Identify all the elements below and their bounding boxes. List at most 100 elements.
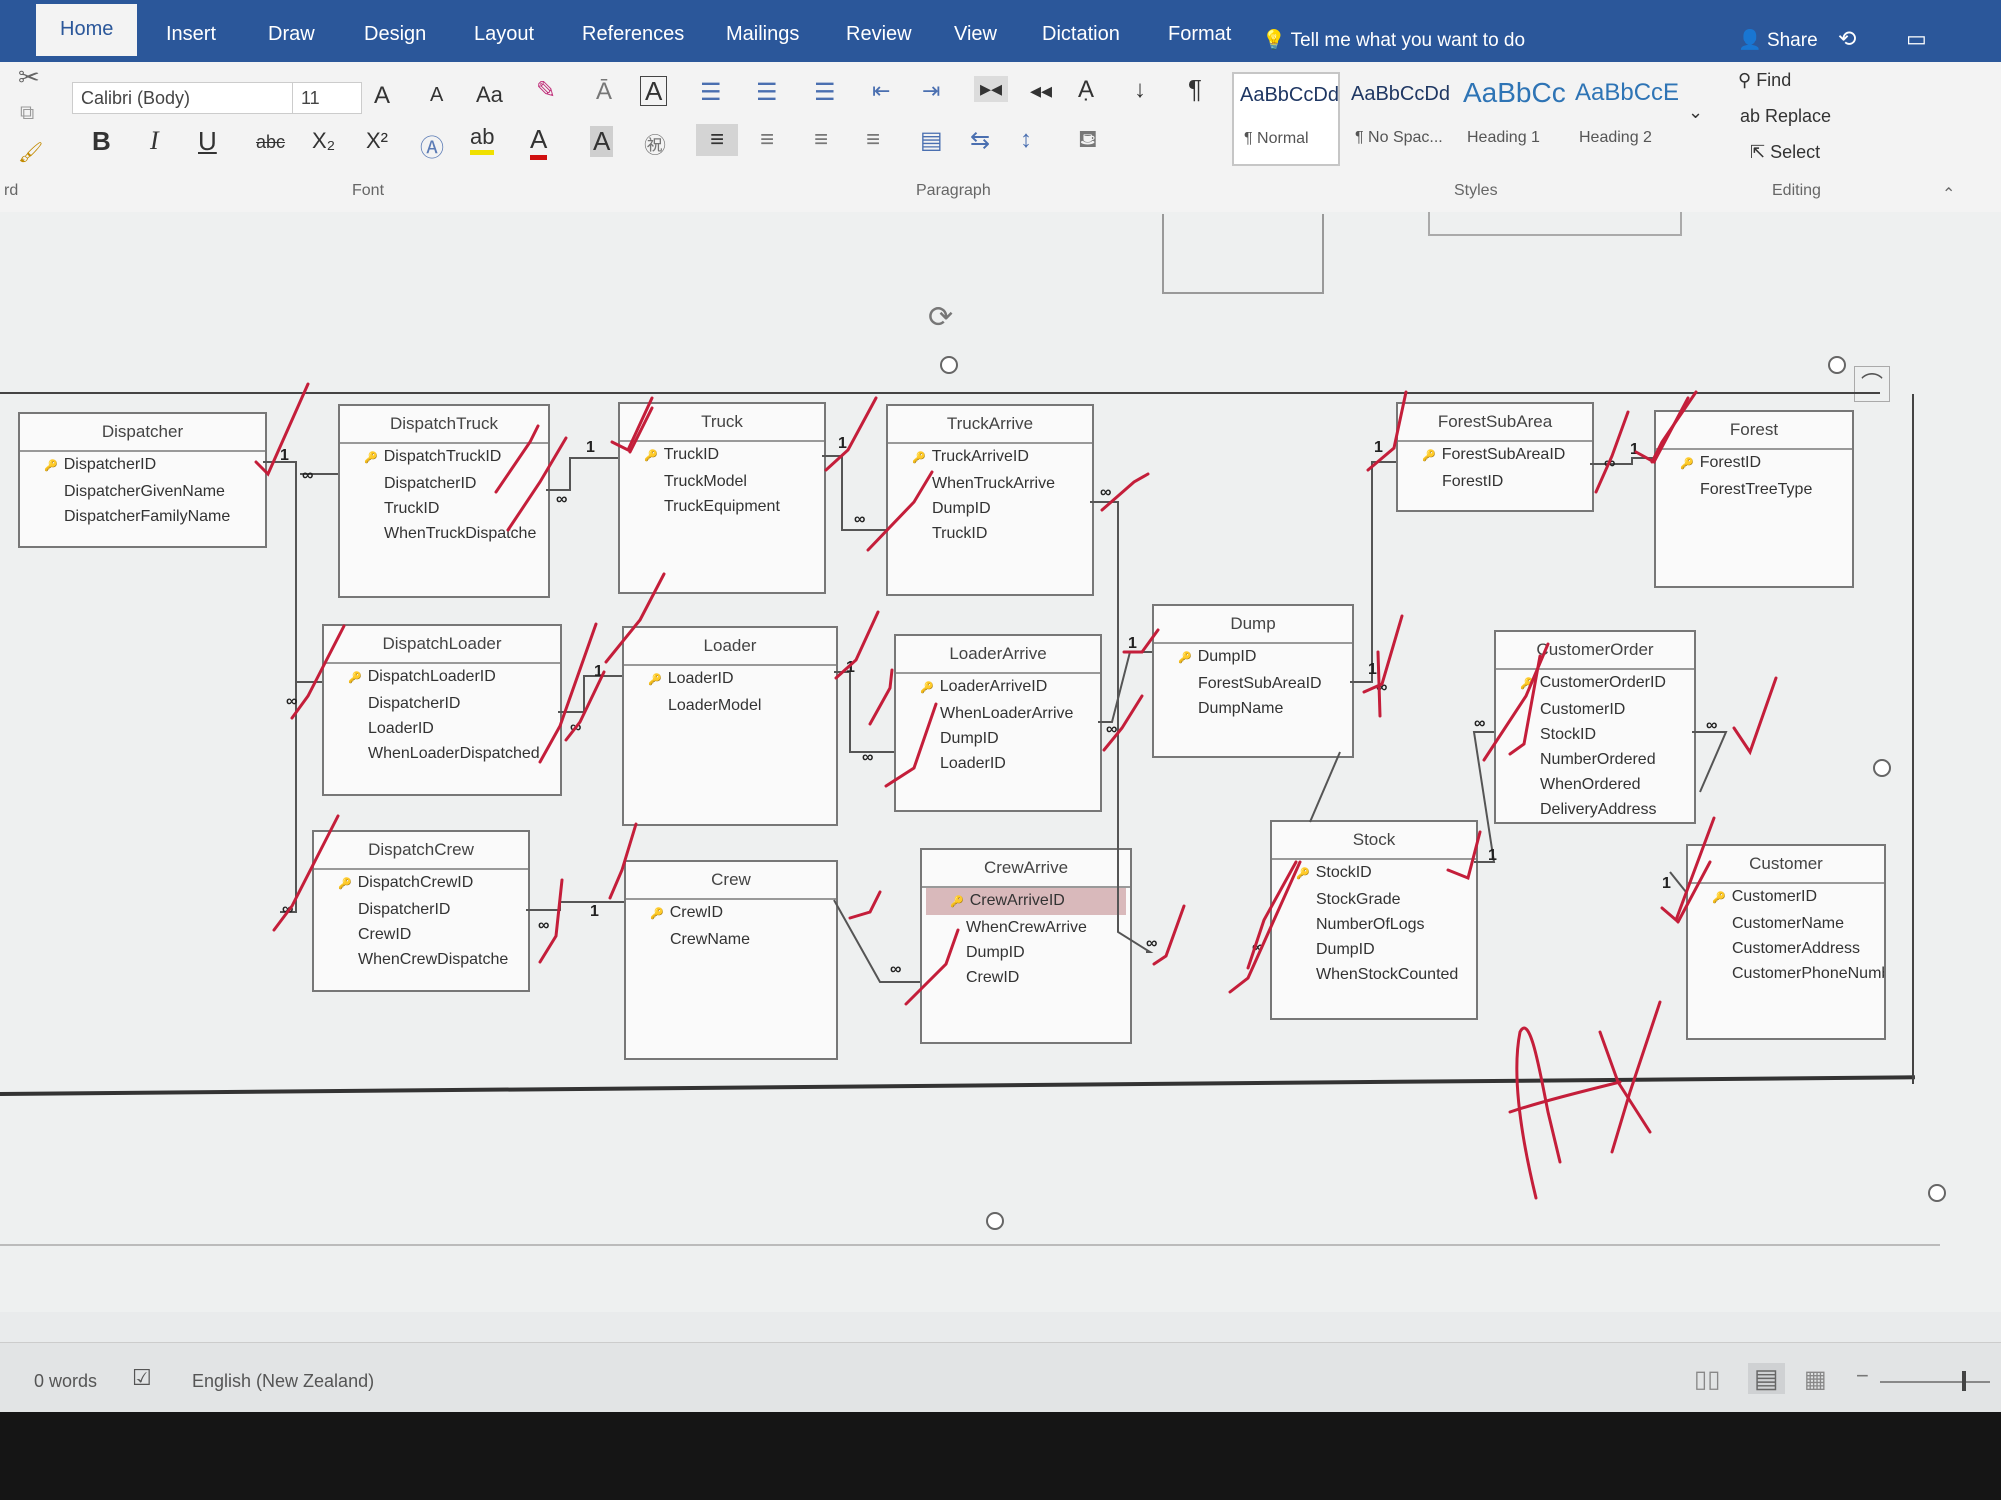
table-field: WhenLoaderArrive [940,705,1074,722]
table-field-selected: CrewArriveID [926,888,1126,915]
find-button[interactable]: ⚲ Find [1738,70,1791,91]
selection-border [0,1244,1940,1246]
table-field: CustomerID [1688,884,1884,911]
tab-format[interactable]: Format [1168,23,1232,45]
distributed-icon[interactable]: ▤ [920,127,943,154]
shading-icon[interactable]: A [590,126,614,157]
share-button[interactable]: 👤 Share [1738,28,1818,52]
status-bar: 0 words ☑ English (New Zealand) ▯▯ ▤ ▦ − [0,1342,2001,1413]
word-count[interactable]: 0 words [34,1371,98,1391]
superscript-button[interactable]: X² [366,128,388,153]
tab-layout[interactable]: Layout [474,23,535,45]
collapse-ribbon-icon[interactable]: ⌃ [1942,186,1956,203]
tab-design[interactable]: Design [364,23,427,45]
print-layout-icon[interactable]: ▤ [1748,1363,1785,1394]
style-heading-2[interactable]: AaBbCcE Heading 2 [1568,72,1679,164]
tab-references[interactable]: References [582,23,685,45]
tab-view[interactable]: View [954,23,997,45]
font-name-select[interactable]: Calibri (Body) [72,82,302,114]
resize-handle[interactable] [1828,356,1846,374]
web-layout-icon[interactable]: ▦ [1804,1366,1827,1393]
copy-icon[interactable]: ⧉ [20,102,35,124]
resize-handle[interactable] [940,356,958,374]
change-case-button[interactable]: Aa [476,82,503,107]
format-painter-icon[interactable]: 🖌 [18,142,44,164]
read-mode-icon[interactable]: ▯▯ [1694,1366,1721,1393]
layout-options-icon[interactable]: ⌒ [1854,366,1890,402]
comment-icon[interactable]: ▭ [1906,26,1927,51]
table-title: Crew [626,862,836,900]
tab-mailings[interactable]: Mailings [726,23,800,45]
enclose-char-icon[interactable]: ㊗ [644,133,667,158]
diagram-top-border [0,392,1880,394]
table-field: DispatchLoaderID [324,664,560,691]
style-no-spacing[interactable]: AaBbCcDd ¶ No Spac... [1344,72,1450,164]
align-left-icon[interactable]: ≡ [696,124,739,156]
tab-draw[interactable]: Draw [268,23,315,45]
table-title: DispatchCrew [314,832,528,870]
show-marks-icon[interactable]: ¶ [1188,74,1202,104]
table-title: Loader [624,628,836,666]
tab-home[interactable]: Home [36,4,138,56]
language-indicator[interactable]: English (New Zealand) [192,1371,375,1391]
strikethrough-button[interactable]: abc [256,132,286,152]
asian-layout-icon[interactable]: Ạ [1078,76,1095,103]
underline-button[interactable]: U [198,126,217,156]
table-dispatchloader[interactable]: DispatchLoader DispatchLoaderID Dispatch… [322,624,562,796]
zoom-out-icon[interactable]: − [1856,1363,1869,1388]
clear-format-icon[interactable]: ✎ [536,77,557,104]
shrink-font-button[interactable]: A [430,84,444,106]
proofing-icon[interactable]: ☑ [132,1365,152,1390]
text-direction-icon[interactable]: ⇆ [970,127,991,154]
align-right-icon[interactable]: ≡ [814,126,829,153]
style-heading-1[interactable]: AaBbCc Heading 1 [1456,72,1566,164]
numbering-icon[interactable]: ☰ [756,79,778,106]
rotate-handle-icon[interactable]: ⟳ [928,301,954,334]
font-size-select[interactable]: 11 [292,82,362,114]
table-field: DumpName [1198,700,1284,717]
table-dispatchcrew[interactable]: DispatchCrew DispatchCrewID DispatcherID… [312,830,530,992]
table-field: DispatcherID [20,452,265,479]
multilevel-list-icon[interactable]: ☰ [814,79,836,106]
character-border-icon[interactable]: A [640,76,668,106]
line-spacing-icon[interactable]: ↕ [1020,126,1032,153]
bold-button[interactable]: B [92,126,111,156]
select-button[interactable]: ⇱ Select [1750,142,1820,163]
resize-handle[interactable] [1873,759,1891,777]
table-customer[interactable]: Customer CustomerID CustomerName Custome… [1686,844,1886,1040]
table-dispatcher[interactable]: Dispatcher DispatcherID DispatcherGivenN… [18,412,267,548]
shading-bucket-icon[interactable]: ⛾ [1078,126,1098,153]
rtl-icon[interactable]: ◂◂ [1030,78,1053,103]
tab-review[interactable]: Review [846,23,912,45]
replace-button[interactable]: ab Replace [1740,106,1831,127]
style-normal[interactable]: AaBbCcDd ¶ Normal [1232,72,1340,166]
ltr-icon[interactable]: ▸◂ [974,76,1009,102]
tab-insert[interactable]: Insert [166,23,217,45]
increase-indent-icon[interactable]: ⇥ [922,78,941,103]
history-icon[interactable]: ⟲ [1838,26,1857,51]
justify-icon[interactable]: ≡ [866,126,881,153]
table-title: LoaderArrive [896,636,1100,674]
resize-handle[interactable] [1928,1184,1946,1202]
sort-icon[interactable]: ↓ [1134,76,1146,103]
tab-dictation[interactable]: Dictation [1042,23,1120,45]
subscript-button[interactable]: X₂ [312,128,336,153]
resize-handle[interactable] [986,1212,1004,1230]
tell-me-box[interactable]: 💡 Tell me what you want to do [1262,28,1525,52]
cut-icon[interactable]: ✂ [18,62,40,92]
bullets-icon[interactable]: ☰ [700,79,722,106]
align-center-icon[interactable]: ≡ [760,126,775,153]
font-color-icon[interactable]: A [530,124,548,160]
zoom-slider[interactable] [1880,1381,1990,1383]
phonetic-guide-icon[interactable]: Ā [596,78,613,105]
italic-button[interactable]: I [150,126,159,155]
table-stock[interactable]: Stock StockID StockGrade NumberOfLogs Du… [1270,820,1478,1020]
styles-more-icon[interactable]: ⌄ [1688,102,1704,122]
table-dump[interactable]: Dump DumpID ForestSubAreaID DumpName [1152,604,1354,758]
highlight-icon[interactable]: ab [470,124,495,155]
grow-font-button[interactable]: A [374,82,391,109]
zoom-slider-thumb[interactable] [1962,1371,1966,1391]
text-effects-icon[interactable]: Ⓐ [420,135,444,162]
decrease-indent-icon[interactable]: ⇤ [872,78,891,103]
table-crew[interactable]: Crew CrewID CrewName [624,860,838,1060]
